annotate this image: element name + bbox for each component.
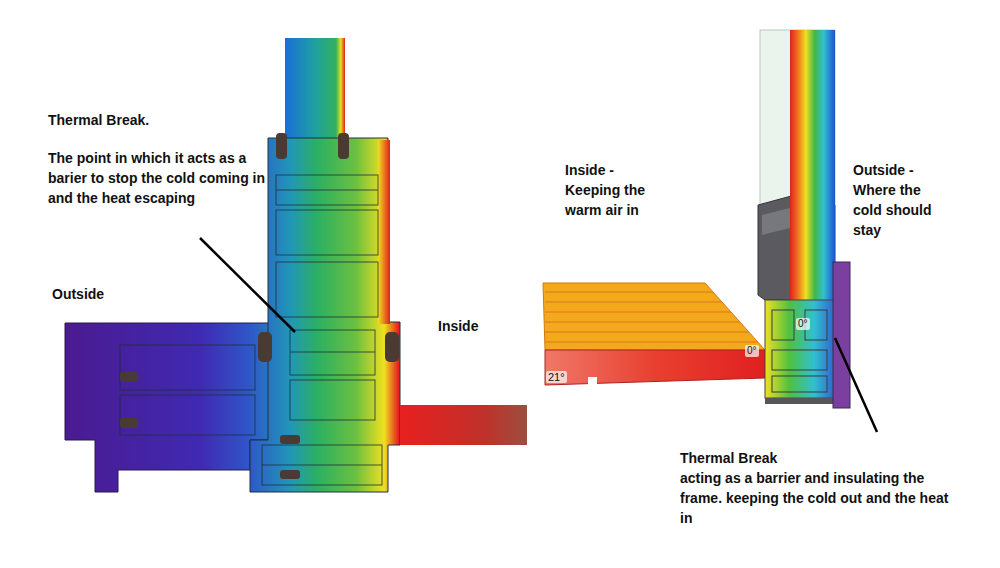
right-frame-section-part-part <box>545 311 731 313</box>
left-frame-section-part <box>250 138 400 492</box>
left-frame-section-part-part <box>262 445 382 485</box>
side-label: Outside - Where the cold should stay <box>853 160 945 240</box>
right-frame-section-part <box>545 350 765 385</box>
right-frame-section-part-part <box>772 310 794 340</box>
side-label: Inside <box>438 316 518 336</box>
left-frame-section-part-part <box>290 352 375 353</box>
left-frame-section-part-part <box>276 175 378 205</box>
side-label: Outside <box>52 284 142 304</box>
leader-line <box>200 238 295 332</box>
right-frame-section-part <box>762 208 790 235</box>
right-frame-section-part-part <box>545 321 740 323</box>
left-frame-section <box>65 38 527 492</box>
left-frame-section-part <box>378 140 390 324</box>
callout-heading: Thermal Break. <box>48 110 248 130</box>
right-frame-section <box>543 30 850 408</box>
right-frame-section-part-part <box>545 341 758 343</box>
left-frame-section-part <box>285 38 345 150</box>
left-frame-section-part-part <box>290 380 375 420</box>
callout-text: The point in which it acts as a barier t… <box>48 148 266 208</box>
right-frame-section-part-part <box>772 350 827 370</box>
side-label: Inside - Keeping the warm air in <box>565 160 665 220</box>
temperature-label: 0° <box>745 345 759 357</box>
left-frame-section-part-part <box>120 418 138 428</box>
callout-heading: Thermal Break <box>680 448 880 468</box>
left-frame-section-part-part <box>385 332 399 362</box>
left-frame-section-part-part <box>120 395 255 435</box>
temperature-label: 21° <box>546 371 567 383</box>
right-frame-section-part <box>765 300 835 398</box>
right-frame-section-part <box>588 377 597 387</box>
left-frame-section-part-part <box>262 465 382 466</box>
left-frame-section-part-part <box>338 133 349 159</box>
left-frame-section-part-part <box>290 330 375 375</box>
left-frame-section-part-part <box>276 133 287 159</box>
right-frame-section-part-part <box>545 331 749 333</box>
left-frame-section-part-part <box>280 470 300 479</box>
temperature-label: 0° <box>796 318 810 330</box>
left-frame-section-part-part <box>120 372 138 382</box>
left-frame-section-part <box>400 405 527 445</box>
right-frame-section-part-part <box>545 291 713 293</box>
left-frame-section-part-part <box>276 190 378 191</box>
right-frame-section-part <box>545 292 758 342</box>
right-frame-section-part <box>790 30 835 300</box>
right-frame-section-part <box>765 398 835 404</box>
left-frame-section-part <box>120 175 382 485</box>
right-frame-section-part <box>772 310 827 392</box>
callout-text: acting as a barrier and insulating the f… <box>680 468 952 528</box>
right-frame-section-part <box>833 262 850 408</box>
right-frame-section-part-part <box>772 376 827 392</box>
left-frame-section-part-part <box>120 345 255 390</box>
right-frame-section-part <box>543 283 765 350</box>
right-frame-section-part-part <box>545 301 722 303</box>
left-frame-section-part-part <box>276 262 378 317</box>
left-frame-section-part <box>65 323 272 492</box>
left-frame-section-part-part <box>258 332 272 362</box>
left-frame-section-part-part <box>280 435 300 444</box>
left-frame-section-part-part <box>276 210 378 255</box>
leader-line <box>835 338 877 432</box>
